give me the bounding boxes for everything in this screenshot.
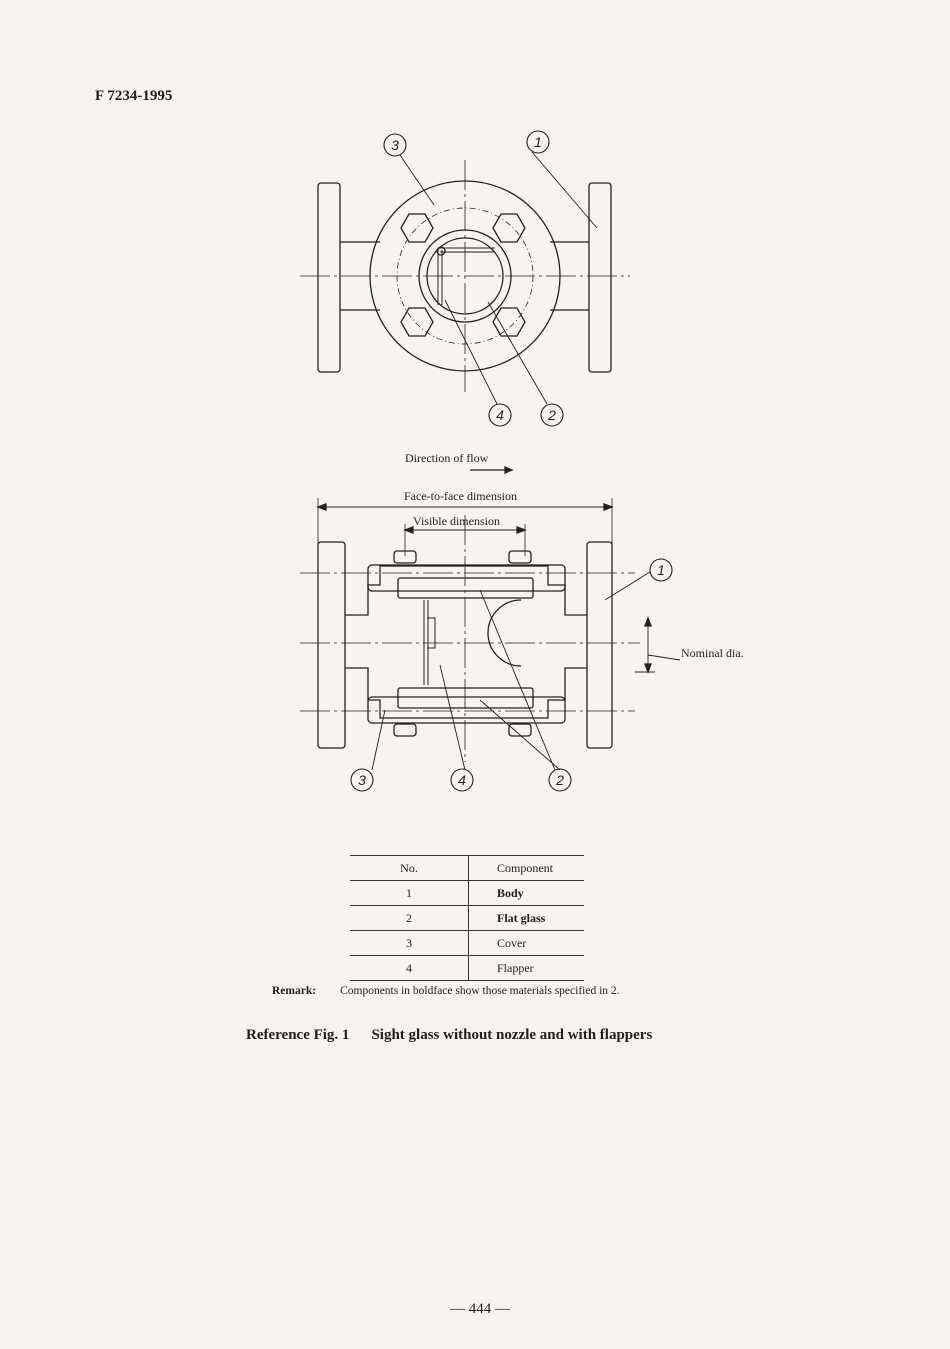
right-flange xyxy=(588,182,612,373)
remark-label: Remark: xyxy=(272,985,317,997)
row-component: Cover xyxy=(468,930,584,956)
figure-number: Reference Fig. 1 xyxy=(246,1027,350,1043)
callout-4 xyxy=(488,403,512,427)
callout-2 xyxy=(548,768,572,792)
remark: Remark: Components in boldface show those… xyxy=(272,985,620,997)
direction-of-flow-label: Direction of flow xyxy=(405,451,489,465)
top-view xyxy=(300,151,630,405)
header-no: No. xyxy=(350,855,469,881)
figure-caption: Reference Fig. 1 Sight glass without nozz… xyxy=(246,1027,652,1044)
callout-3-label: 3 xyxy=(391,137,399,153)
callout-4-label: 4 xyxy=(496,407,504,423)
callout-3 xyxy=(383,133,407,157)
left-flange xyxy=(317,182,341,373)
row-component: Body xyxy=(468,880,584,906)
remark-text: Components in boldface show those materi… xyxy=(340,985,620,997)
callout-1 xyxy=(526,130,550,154)
callout-2-label: 2 xyxy=(555,772,564,788)
callout-2-label: 2 xyxy=(547,407,556,423)
visible-dimension-label: Visible dimension xyxy=(413,514,500,528)
row-no: 2 xyxy=(350,905,469,931)
callouts xyxy=(350,130,673,792)
page-number: — 444 — xyxy=(450,1301,510,1317)
bolts xyxy=(400,213,526,337)
header-component: Component xyxy=(468,855,584,881)
row-component: Flapper xyxy=(468,955,584,981)
row-no: 4 xyxy=(350,955,469,981)
callout-4-label: 4 xyxy=(458,772,466,788)
row-no: 1 xyxy=(350,880,469,906)
callout-1-label: 1 xyxy=(657,562,665,578)
callout-3 xyxy=(350,768,374,792)
callout-2 xyxy=(540,403,564,427)
standard-id: F 7234-1995 xyxy=(95,88,173,104)
face-to-face-label: Face-to-face dimension xyxy=(404,489,517,503)
row-component: Flat glass xyxy=(468,905,584,931)
callout-1 xyxy=(649,558,673,582)
row-no: 3 xyxy=(350,930,469,956)
callout-1-label: 1 xyxy=(534,134,542,150)
table-header-row: No. Component xyxy=(350,855,584,881)
figure-title: Sight glass without nozzle and with flap… xyxy=(371,1027,653,1043)
callout-3-label: 3 xyxy=(358,772,366,788)
side-view xyxy=(300,466,681,771)
callout-4 xyxy=(450,768,474,792)
nominal-dia-label: Nominal dia. xyxy=(681,646,744,660)
